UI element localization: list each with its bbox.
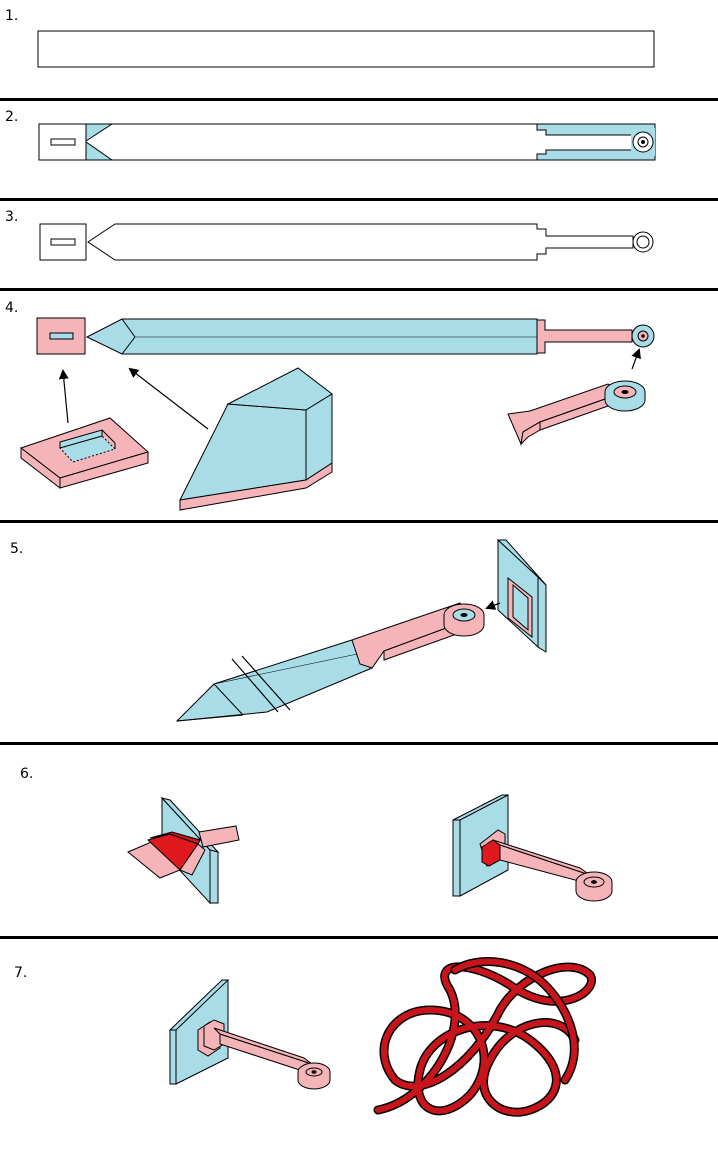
step2-slot: [50, 138, 76, 146]
step-divider: [0, 520, 718, 523]
step3-blade-outline: [87, 223, 634, 261]
step2-handle-cutout: [536, 149, 656, 161]
step-divider: [0, 98, 718, 101]
step4-guard-3d: [19, 417, 150, 490]
step-label-3: 3.: [5, 209, 19, 225]
step4-handle: [536, 319, 633, 354]
step4-handle-3d: [507, 380, 646, 446]
step-label-6: 6.: [20, 766, 34, 782]
step-divider: [0, 198, 718, 201]
step-divider: [0, 936, 718, 939]
step4-arrow: [128, 367, 209, 430]
step5-arrow: [485, 600, 501, 610]
step-divider: [0, 742, 718, 745]
step-divider: [0, 288, 718, 291]
step-label-1: 1.: [5, 8, 19, 24]
step4-coloured-parts: [19, 317, 655, 511]
step4-blade: [85, 318, 538, 355]
step7-hilt: [169, 978, 331, 1090]
step4-blade-tip-3d: [179, 367, 333, 511]
step2-marked-strip: [38, 123, 656, 161]
step3-slot: [50, 238, 76, 246]
step5-assembly: [175, 538, 547, 722]
step4-arrow: [58, 369, 69, 424]
step6-guard-left: [127, 796, 240, 905]
step5-cut-line: [241, 655, 291, 711]
step-label-5: 5.: [10, 541, 24, 557]
step1-blank-strip: [37, 30, 655, 68]
step5-cut-line: [231, 658, 279, 713]
step4-arrow: [631, 348, 641, 370]
step-label-4: 4.: [5, 300, 19, 316]
step-label-7: 7.: [14, 965, 28, 981]
step3-cut-outline: [39, 223, 654, 261]
step-label-2: 2.: [5, 109, 19, 125]
step6-guard-right: [452, 794, 613, 902]
step7-ribbon: [373, 957, 596, 1117]
step2-handle-cutout: [536, 123, 656, 136]
